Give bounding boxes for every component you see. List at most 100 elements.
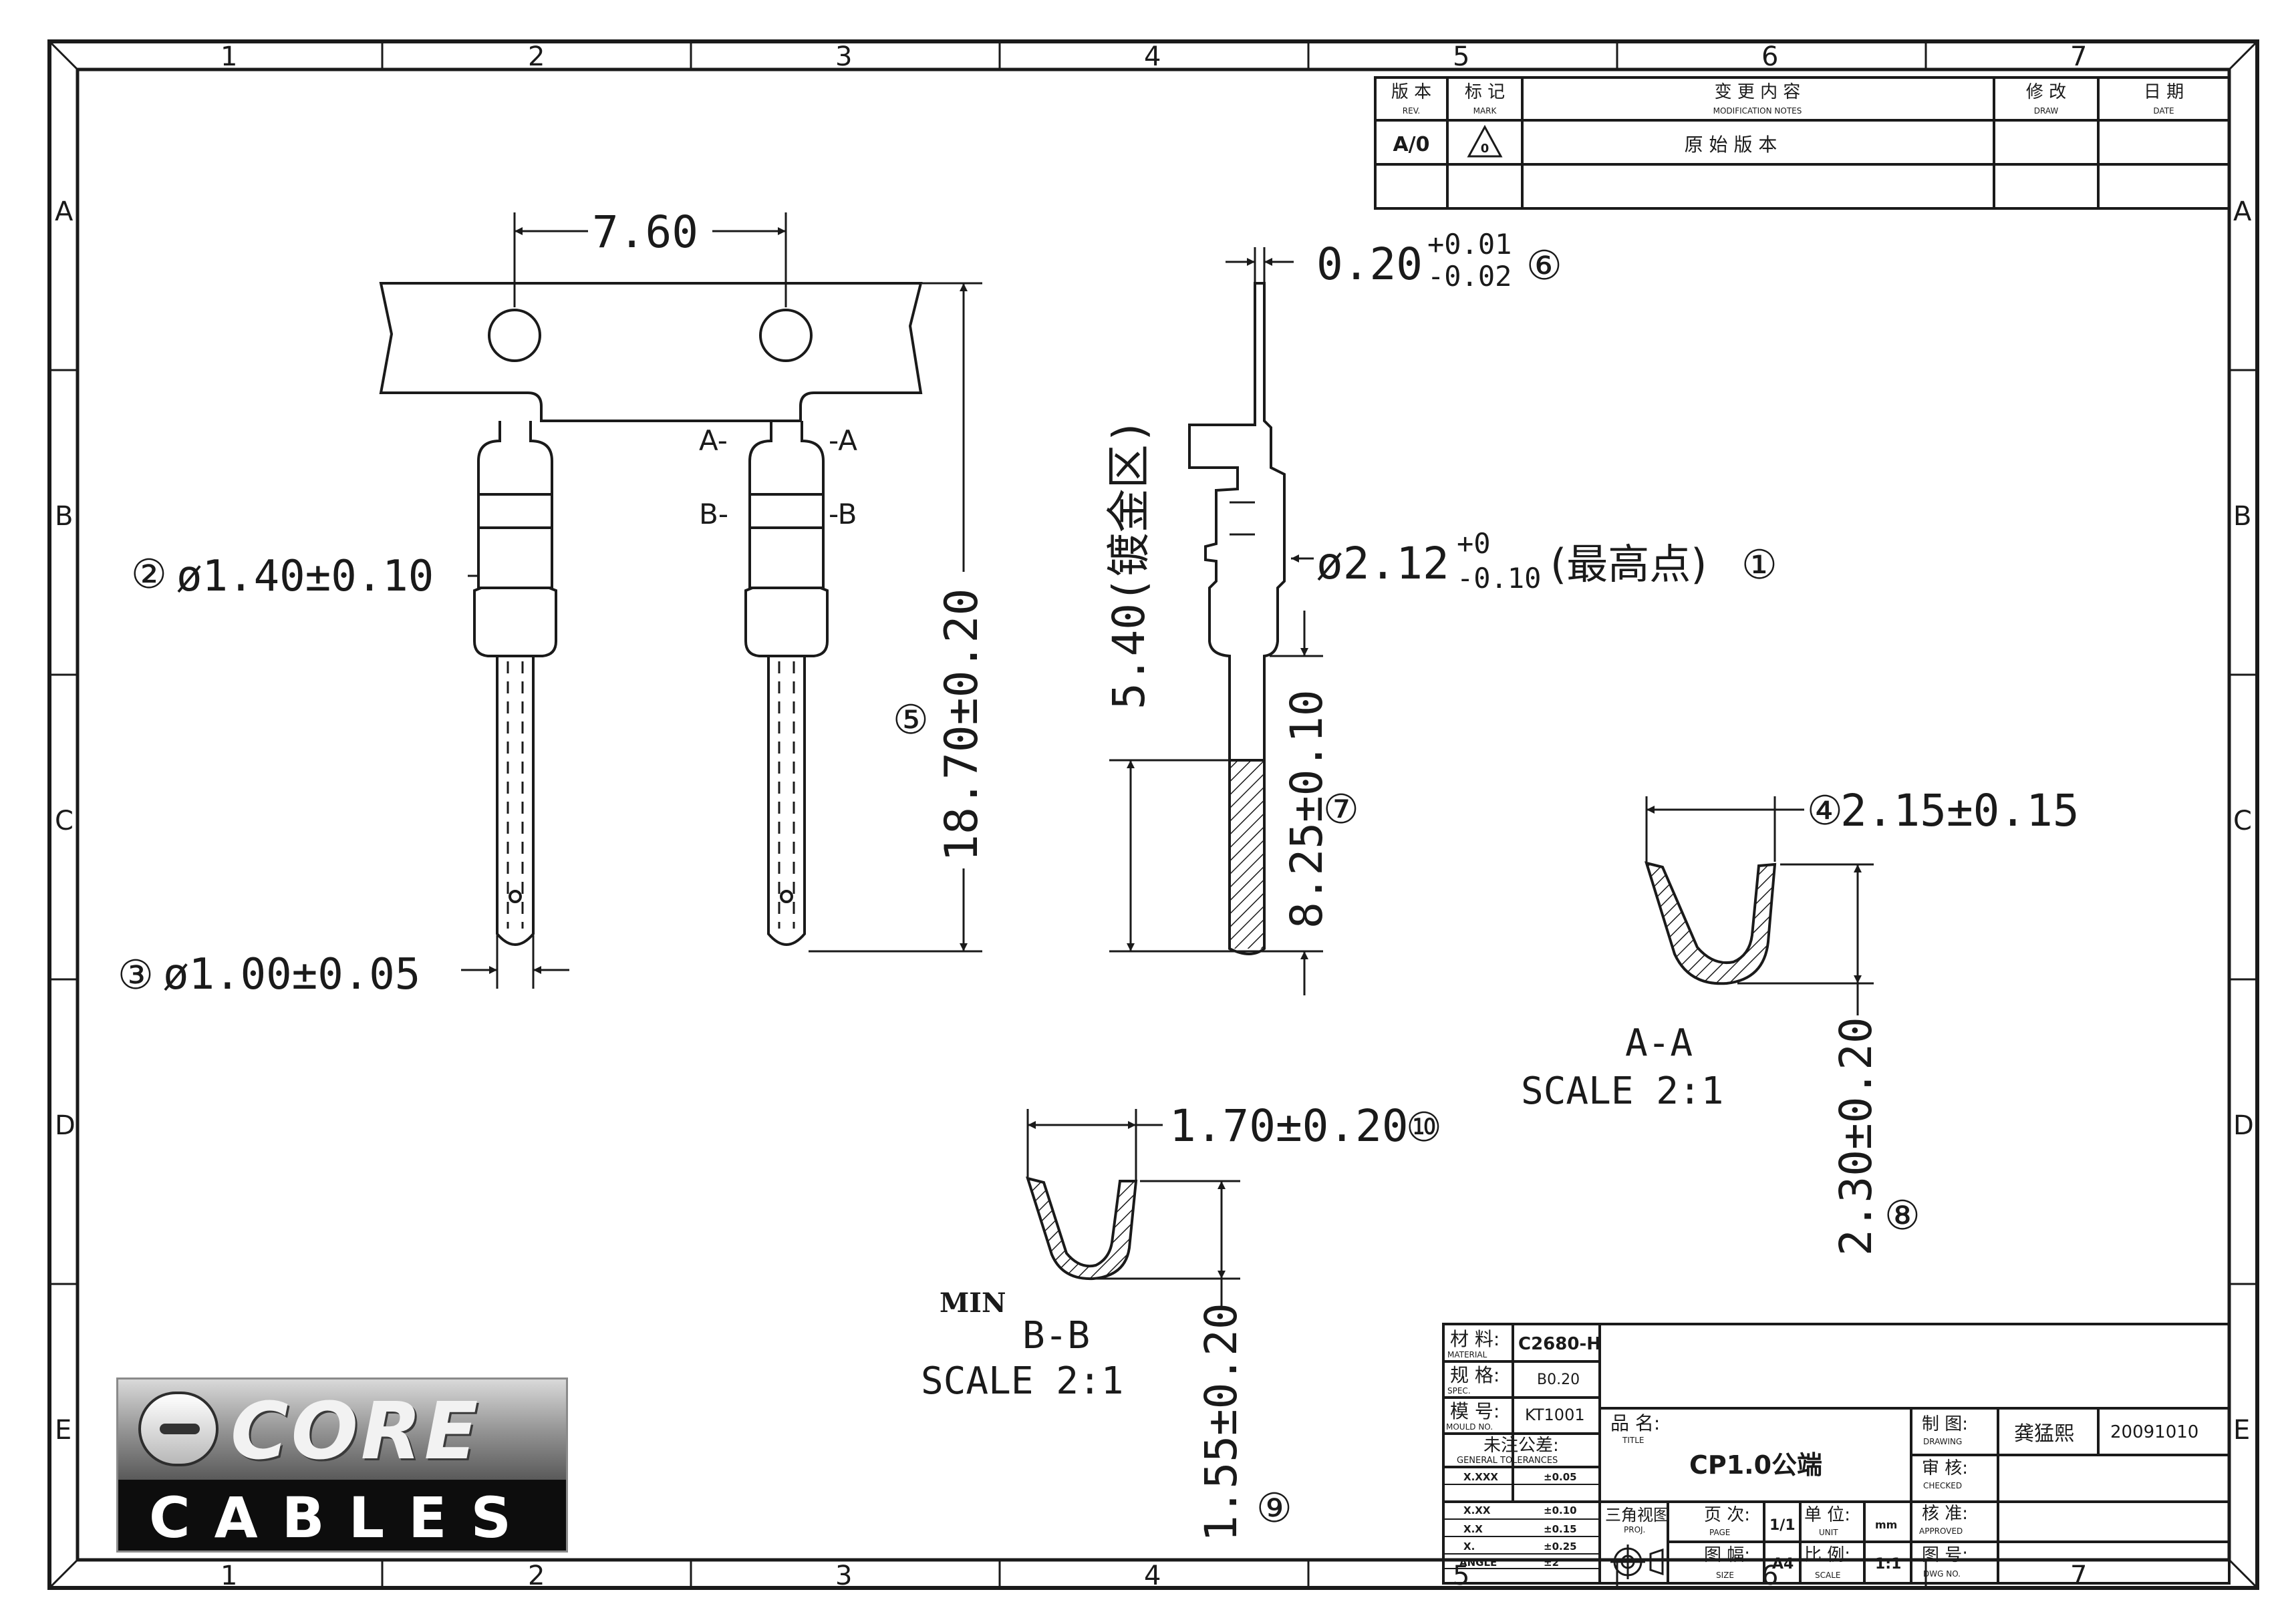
callout-7: ⑦ [1323,786,1359,833]
rev-header-mark: 标 记 [1465,82,1505,102]
dim-shoulder-diameter: ø2.12 [1316,538,1449,589]
section-aa-title: A-A [1625,1021,1693,1065]
logo-brand-text: CORE [231,1385,481,1477]
zone-bottom-1: 1 [221,1561,237,1591]
dim-shoulder-tol-minus: -0.10 [1457,562,1541,595]
dim-thickness-tol-plus: +0.01 [1427,228,1512,261]
unit-value: mm [1875,1518,1897,1531]
section-mark-a-right: -A [829,424,857,457]
section-aa [1645,861,1777,985]
rev-header-date: 日 期 [2144,82,2184,102]
unit-label: 单 位: [1804,1505,1850,1525]
section-mark-b-right: -B [829,498,857,530]
sheet-frame [47,39,2259,1590]
scale-value: 1:1 [1875,1556,1901,1573]
dim-aa-height: 2.30±0.20 [1830,1017,1882,1256]
terminal-side-view [1188,282,1286,955]
mould-value: KT1001 [1525,1406,1585,1424]
section-aa-dimensions [1645,796,1874,1015]
section-bb-title: B-B [1022,1314,1090,1357]
approved-label-en: APPROVED [1919,1526,1963,1536]
scale-label: 比 例: [1804,1545,1850,1565]
zone-right-D: D [2233,1110,2254,1141]
zone-top-7: 7 [2070,41,2087,72]
zone-top-6: 6 [1761,41,1778,72]
carrier-strip [379,282,923,422]
logo-c-icon [138,1392,219,1466]
checked-label: 审 核: [1922,1458,1968,1478]
tol-val-4: ±2° [1544,1557,1564,1569]
dim-plating-area: 5.40(镀金区) [1103,418,1155,709]
dim-bb-height: 1.55±0.20 [1195,1303,1247,1542]
section-bb-dimensions [1026,1109,1240,1309]
tolerance-label-en: GENERAL TOLERANCES [1457,1456,1558,1466]
pilot-hole-left [488,309,541,362]
callout-4: ④ [1807,788,1843,834]
projection-label: 三角视图 [1605,1506,1669,1524]
tol-val-1: ±0.10 [1544,1504,1577,1516]
pilot-hole-right [759,309,813,362]
warning-triangle-icon [1467,124,1503,158]
zone-top-3: 3 [835,41,852,72]
tol-key-1: X.XX [1463,1504,1491,1516]
zone-left-D: D [55,1110,76,1141]
zone-bottom-4: 4 [1144,1561,1161,1591]
material-label-en: MATERIAL [1447,1350,1487,1359]
dim-material-thickness: 0.20 [1316,238,1423,290]
dim-shoulder-note: (最高点) [1550,540,1707,589]
rev-header-draw-en: DRAW [2034,106,2059,116]
zone-top-2: 2 [528,41,545,72]
page-value: 1/1 [1769,1517,1796,1534]
dim-thickness-tol-minus: -0.02 [1427,260,1512,293]
material-value: C2680-H [1518,1334,1601,1354]
rev-mark-value: 0 [1481,142,1489,156]
third-angle-projection-icon [1610,1545,1664,1579]
zone-right-E: E [2233,1415,2250,1446]
zone-bottom-2: 2 [528,1561,545,1591]
scale-label-en: SCALE [1815,1571,1840,1580]
title-label: 品 名: [1610,1412,1660,1434]
tol-key-0: X.XXX [1463,1471,1498,1483]
section-mark-a-left: A- [699,424,728,457]
zone-bottom-7: 7 [2070,1561,2087,1591]
zone-bottom-5: 5 [1453,1561,1469,1591]
rev-header-date-en: DATE [2153,106,2174,116]
callout-5: ⑤ [893,697,929,744]
callout-3: ③ [118,952,154,999]
zone-top-5: 5 [1453,41,1469,72]
material-label: 材 料: [1450,1328,1500,1350]
zone-top-4: 4 [1144,41,1161,72]
page-label: 页 次: [1704,1505,1750,1525]
drawn-label-en: DRAWING [1923,1437,1962,1446]
section-aa-profile [1645,861,1777,985]
section-mark-b-left: B- [699,498,728,530]
section-bb-profile [1026,1176,1138,1281]
tol-key-2: X.X [1463,1523,1483,1535]
rev-header-rev-en: REV. [1403,106,1420,116]
spec-label: 规 格: [1450,1364,1500,1386]
callout-10: ⑩ [1406,1104,1442,1151]
title-block: 材 料: MATERIAL C2680-H 规 格: SPEC. B0.20 模… [1442,1323,2231,1585]
tol-val-2: ±0.15 [1544,1523,1577,1535]
dwg-no-label: 图 号: [1922,1545,1968,1565]
zone-left-B: B [55,501,73,532]
size-label: 图 幅: [1704,1545,1750,1565]
tol-key-3: X. [1463,1540,1475,1553]
dwg-no-label-en: DWG NO. [1923,1569,1961,1579]
projection-label-en: PROJ. [1624,1525,1645,1534]
dim-bb-min: MIN [940,1287,1006,1319]
callout-2: ② [131,551,167,598]
terminal-left [473,421,557,946]
approved-label: 核 准: [1922,1504,1968,1524]
callout-8: ⑧ [1884,1192,1920,1239]
section-bb-scale: SCALE 2:1 [921,1359,1123,1403]
dim-body-diameter: ø1.40±0.10 [176,552,434,601]
callout-6: ⑥ [1526,242,1562,289]
rev-header-notes-en: MODIFICATION NOTES [1713,106,1802,116]
size-value: A4 [1772,1556,1794,1573]
dim-aa-width: 2.15±0.15 [1840,785,2080,836]
zone-right-C: C [2233,806,2252,836]
checked-label-en: CHECKED [1923,1481,1962,1490]
zone-top-1: 1 [221,41,237,72]
